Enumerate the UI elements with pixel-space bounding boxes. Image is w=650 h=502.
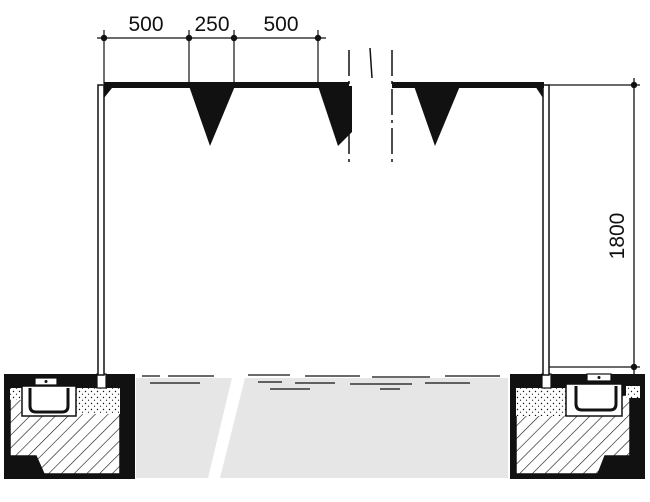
dimension-label-500-left: 500 [128, 13, 163, 36]
water-ripple-lines [142, 374, 500, 390]
break-lines [348, 47, 393, 166]
dimension-label-250: 250 [194, 13, 229, 36]
height-dimension: 1800 [549, 78, 640, 374]
pennant-3 [414, 86, 460, 146]
top-dimension-chain: 500 250 500 [97, 13, 326, 84]
dimension-label-500-right: 500 [263, 13, 298, 36]
support-posts [97, 84, 550, 376]
left-post-footing [96, 373, 107, 389]
pennant-1 [189, 86, 235, 146]
right-pool-edge [510, 373, 645, 479]
pennant-half-right [535, 86, 543, 98]
left-pool-edge [4, 373, 135, 479]
left-post [97, 84, 105, 376]
pennant-2 [318, 86, 352, 146]
top-beam [104, 82, 544, 146]
right-post-footing [541, 373, 552, 389]
pennant-half-left [104, 88, 112, 98]
right-post [542, 84, 550, 376]
dimension-label-height: 1800 [606, 213, 629, 260]
water-surface [136, 374, 508, 478]
